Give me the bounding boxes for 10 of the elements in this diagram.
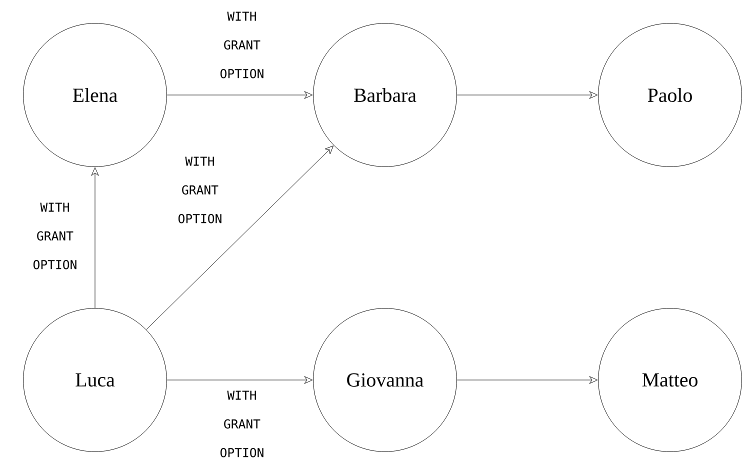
edge-label: WITH GRANT OPTION	[220, 390, 264, 458]
arrow	[456, 376, 598, 384]
arrow	[146, 146, 334, 330]
arrow	[166, 91, 313, 99]
edge-label: WITH GRANT OPTION	[220, 12, 264, 78]
arrow	[91, 167, 99, 308]
arrow	[456, 91, 598, 99]
edge-label: WITH GRANT OPTION	[33, 202, 76, 270]
arrow	[166, 376, 313, 384]
edge-label: WITH GRANT OPTION	[178, 156, 222, 224]
